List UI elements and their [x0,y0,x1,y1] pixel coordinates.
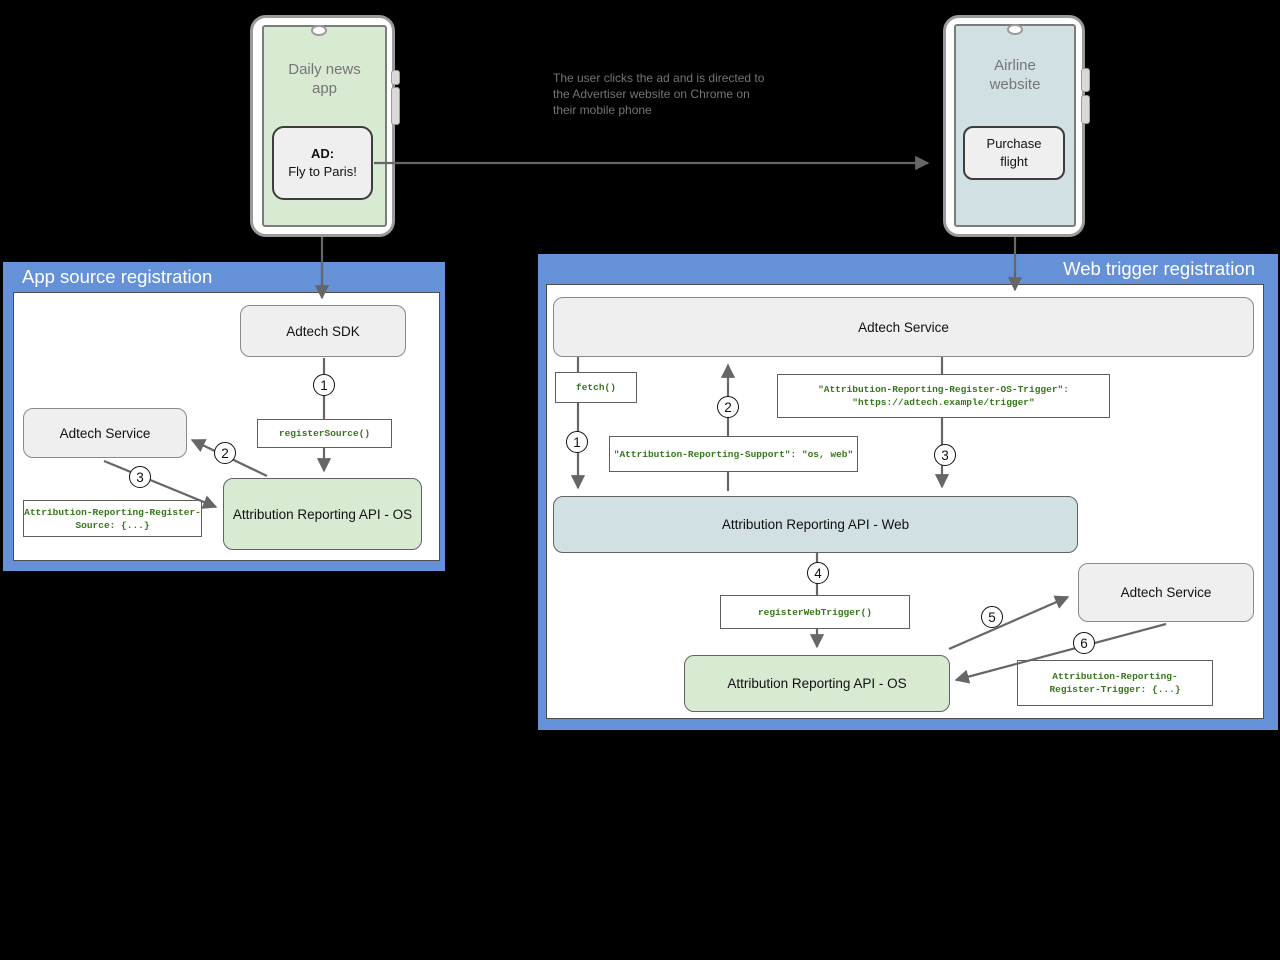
step-circle-app-3: 3 [129,466,151,488]
step-circle-app-2: 2 [214,442,236,464]
purchase-flight-button: Purchase flight [963,126,1065,180]
adtech-sdk-box: Adtech SDK [240,305,406,357]
airline-screen: Airline website [954,24,1076,227]
news-app-title: Daily news app [288,61,361,97]
step-circle-web-1: 1 [566,431,588,453]
adtech-service-box-right: Adtech Service [1078,563,1254,622]
register-source-header-box: Attribution-Reporting-Register- Source: … [23,500,202,537]
adtech-service-box-top: Adtech Service [553,297,1254,357]
step-circle-web-6: 6 [1073,632,1095,654]
register-source-call-box: registerSource() [257,419,392,448]
register-web-trigger-call-box: registerWebTrigger() [720,595,910,629]
web-trigger-panel-title: Web trigger registration [1063,258,1255,279]
step-circle-web-2: 2 [717,396,739,418]
phone-side-button [1081,95,1090,124]
step-circle-app-1: 1 [313,374,335,396]
phone-side-button [391,87,400,125]
airline-title: Airline website [989,57,1041,93]
ad-banner: AD: Fly to Paris! [272,126,373,200]
phone-camera-icon [1007,24,1023,35]
step-circle-web-4: 4 [807,562,829,584]
app-source-panel-title: App source registration [22,266,213,287]
attribution-api-os-box-right: Attribution Reporting API - OS [684,655,950,712]
register-os-trigger-header-box: "Attribution-Reporting-Register-OS-Trigg… [777,374,1110,418]
phone-side-button [1081,68,1090,92]
attribution-api-os-box-left: Attribution Reporting API - OS [223,478,422,550]
fetch-call-box: fetch() [555,372,637,403]
register-trigger-header-box: Attribution-Reporting- Register-Trigger:… [1017,660,1213,706]
step-circle-web-3: 3 [934,444,956,466]
support-header-box: "Attribution-Reporting-Support": "os, we… [609,436,858,472]
click-flow-note: The user clicks the ad and is directed t… [553,71,765,117]
step-circle-web-5: 5 [981,606,1003,628]
phone-side-button [391,70,400,85]
attribution-api-web-box: Attribution Reporting API - Web [553,496,1078,553]
phone-camera-icon [311,25,327,36]
adtech-service-box-left: Adtech Service [23,408,187,458]
